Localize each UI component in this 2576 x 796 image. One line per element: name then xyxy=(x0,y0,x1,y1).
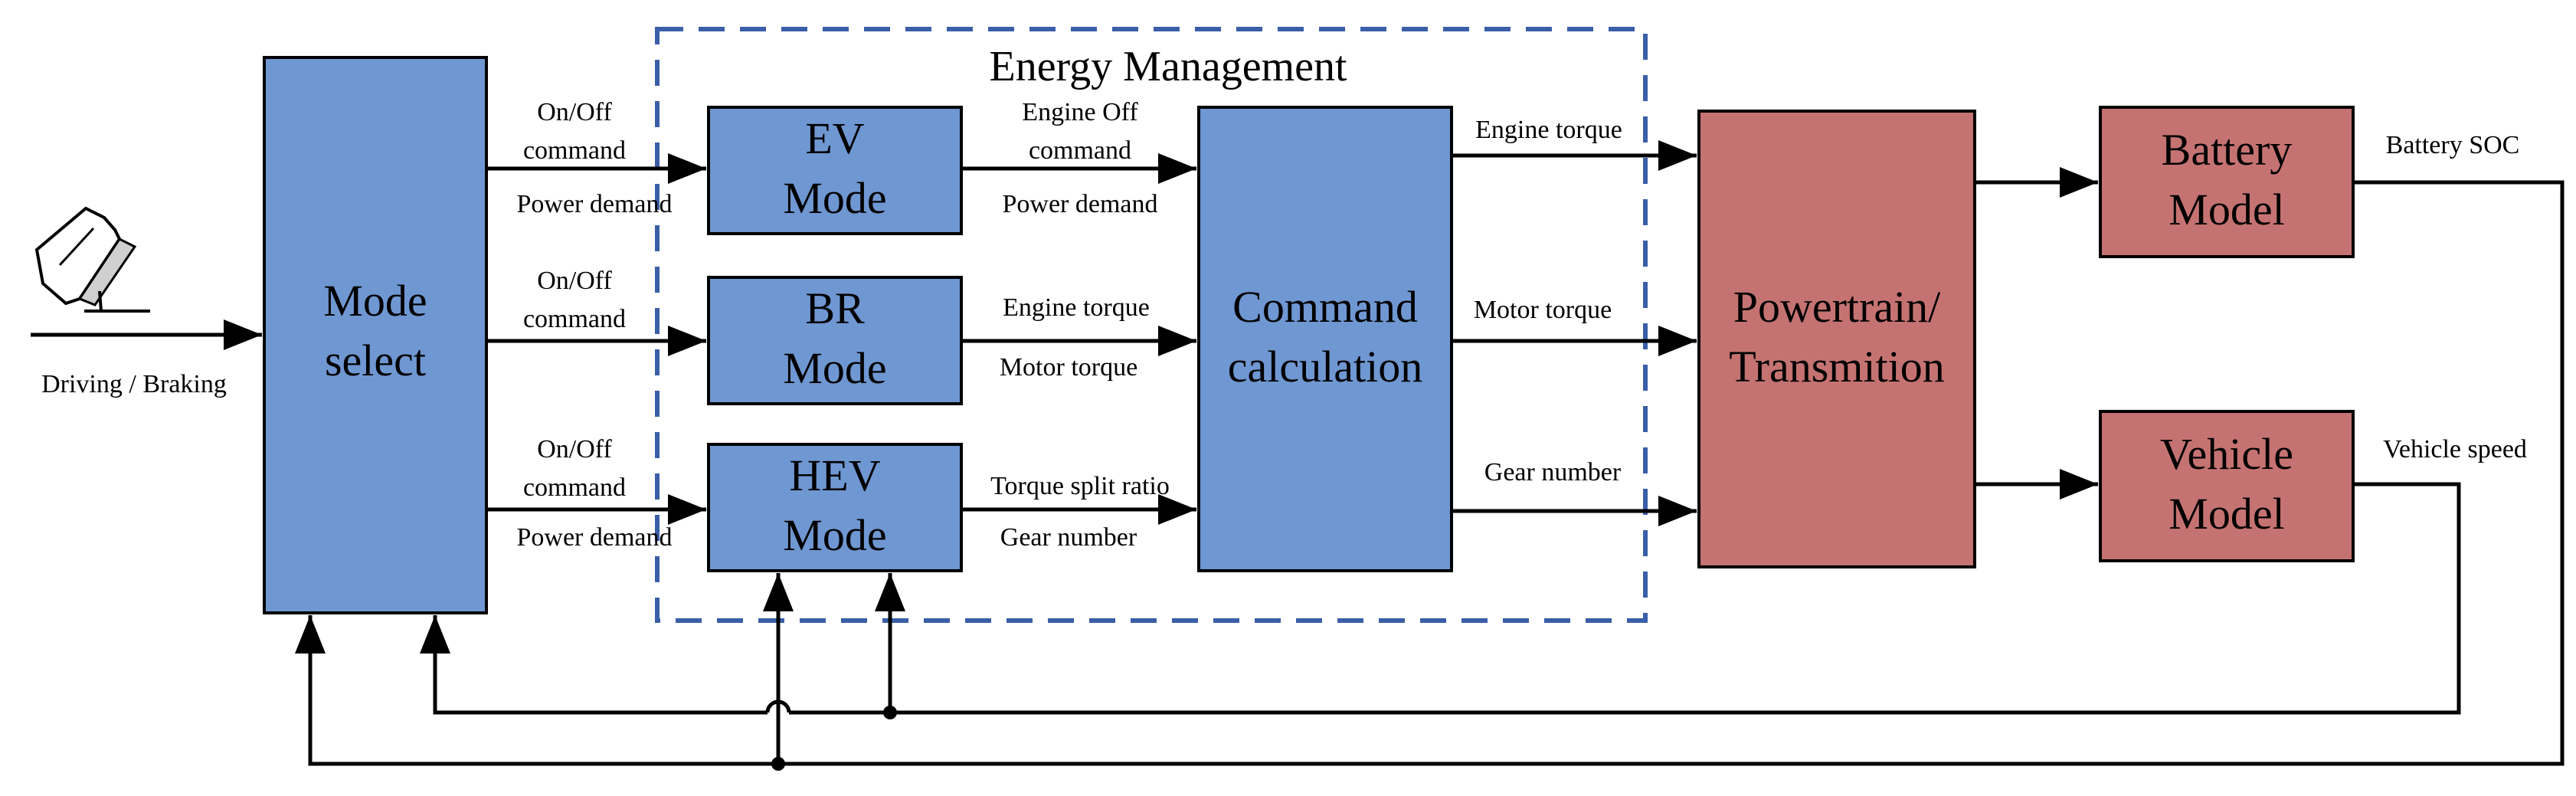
pedal-icon xyxy=(34,206,150,313)
vehicle-model-label-2: Model xyxy=(2168,489,2284,539)
battery-soc-feedback xyxy=(295,180,2565,766)
onoff-label: On/Off xyxy=(537,267,612,295)
br-mode-block xyxy=(707,276,963,405)
vehicle-model-block xyxy=(2099,410,2355,562)
mode-select-label-1: Mode xyxy=(323,276,427,326)
powertrain-label-1: Powertrain/ xyxy=(1733,282,1941,332)
hev-mode-label-2: Mode xyxy=(783,510,886,560)
gear-number-out-label: Gear number xyxy=(1484,458,1622,486)
power-demand-label: Power demand xyxy=(516,190,672,218)
ev-mode-block xyxy=(707,106,963,235)
engine-off-command-label: command xyxy=(1029,136,1131,165)
junction-dot xyxy=(883,706,897,719)
junction-dot xyxy=(771,757,785,771)
motor-torque-out-label: Motor torque xyxy=(1474,296,1612,324)
engine-torque-label: Engine torque xyxy=(1003,293,1150,322)
command-calculation-block xyxy=(1197,106,1453,572)
br-mode-label-1: BR xyxy=(805,283,865,333)
command-calculation-label-2: calculation xyxy=(1228,342,1422,391)
onoff-label: On/Off xyxy=(537,435,612,464)
hev-mode-label-1: HEV xyxy=(789,450,880,500)
ev-mode-label-2: Mode xyxy=(783,173,886,223)
powertrain-label-2: Transmition xyxy=(1729,342,1944,391)
diagram-title: Energy Management xyxy=(989,43,1347,90)
energy-management-frame xyxy=(655,27,1648,623)
engine-off-label: Engine Off xyxy=(1022,98,1138,126)
gear-number-label: Gear number xyxy=(1000,523,1137,552)
battery-model-label-1: Battery xyxy=(2162,125,2293,175)
vehicle-speed-feedback-b xyxy=(420,615,768,715)
vehicle-model-label-1: Vehicle xyxy=(2160,429,2293,479)
motor-torque-label: Motor torque xyxy=(1000,353,1137,382)
br-mode-label-2: Mode xyxy=(783,343,886,393)
battery-model-label-2: Model xyxy=(2168,185,2284,234)
mode-select-label-2: select xyxy=(325,336,426,385)
onoff-label: On/Off xyxy=(537,98,612,126)
mode-select-block xyxy=(263,56,488,614)
driving-braking-label: Driving / Braking xyxy=(41,370,227,398)
command-label: command xyxy=(523,473,626,502)
battery-soc-label: Battery SOC xyxy=(2386,131,2520,159)
vehicle-speed-label: Vehicle speed xyxy=(2383,435,2527,464)
engine-torque-out-label: Engine torque xyxy=(1475,116,1622,144)
hev-mode-block xyxy=(707,443,963,572)
vehicle-speed-feedback-a xyxy=(789,482,2461,715)
command-calculation-label-1: Command xyxy=(1232,282,1418,332)
command-label: command xyxy=(523,305,626,333)
power-demand-label: Power demand xyxy=(1002,190,1157,218)
powertrain-block xyxy=(1697,110,1976,568)
torque-split-label: Torque split ratio xyxy=(990,472,1170,500)
power-demand-label: Power demand xyxy=(516,523,672,552)
command-label: command xyxy=(523,136,626,165)
ev-mode-label-1: EV xyxy=(805,113,864,163)
